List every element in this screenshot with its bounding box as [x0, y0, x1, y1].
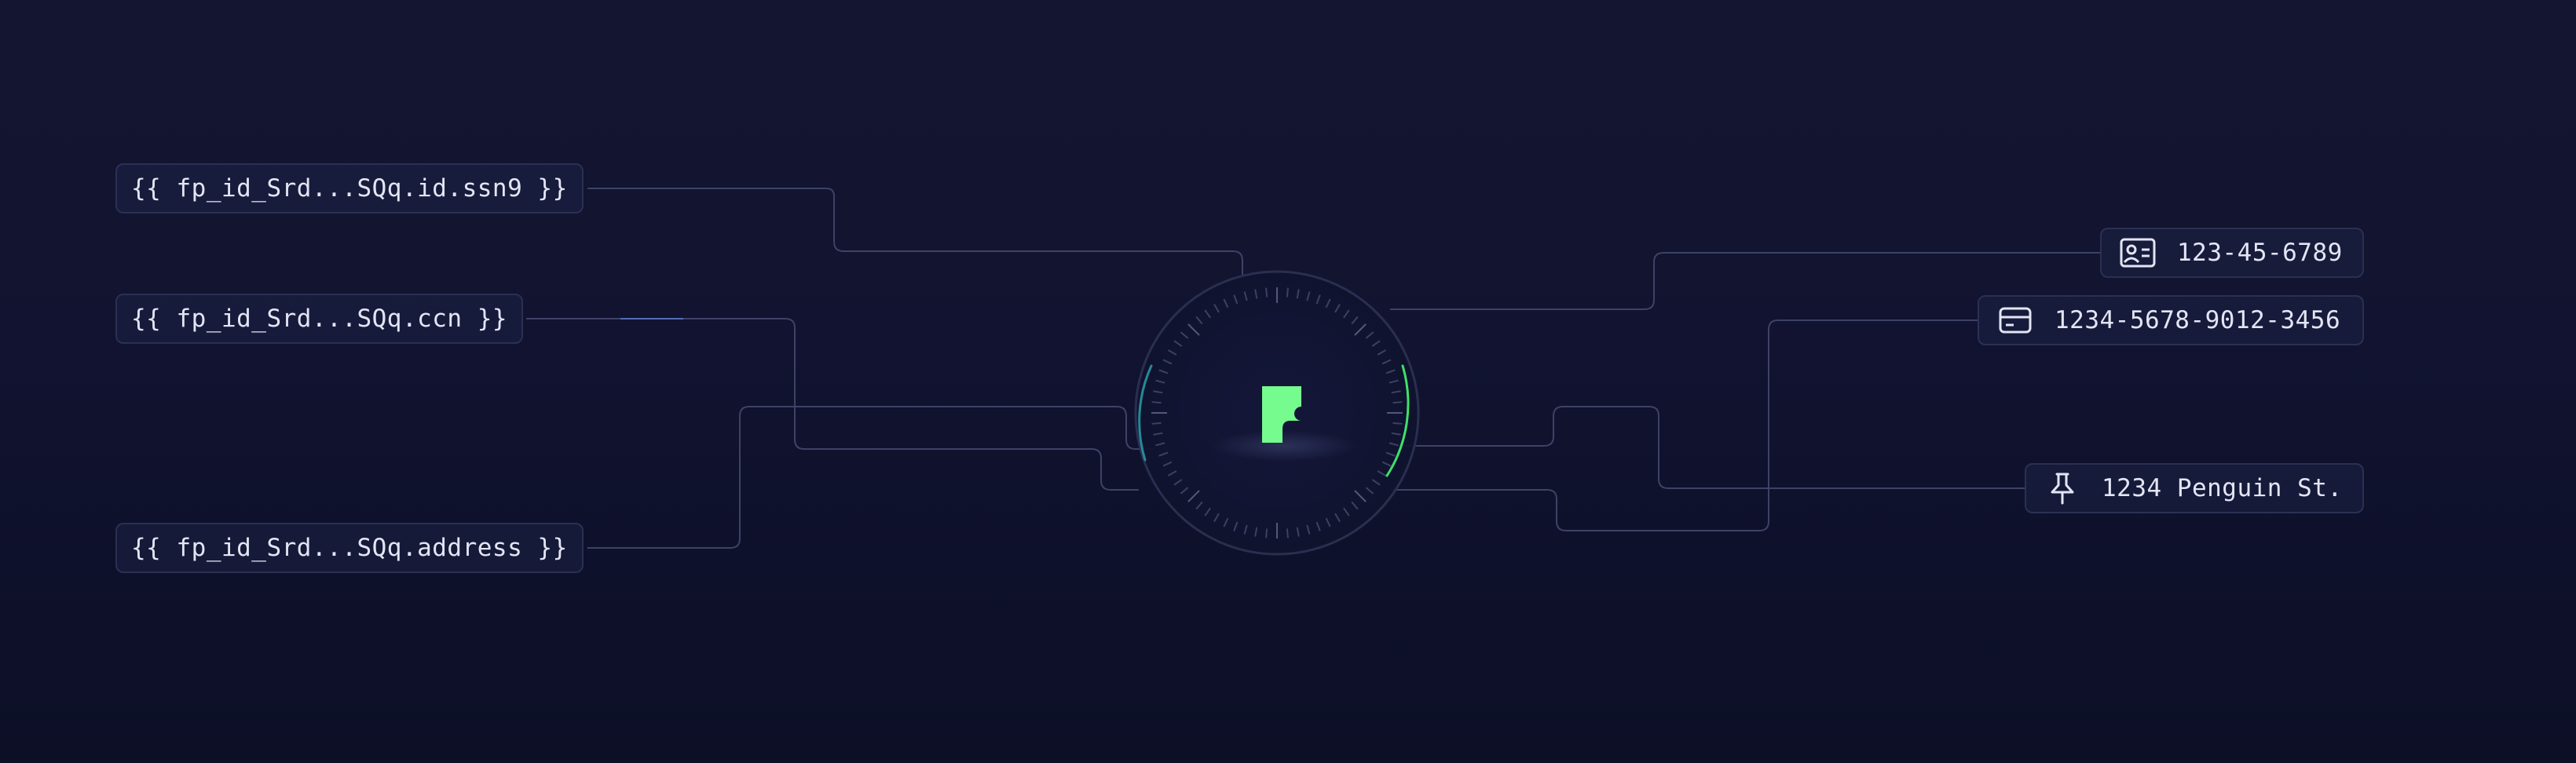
dial-tick	[1223, 298, 1229, 308]
dial-tick	[1391, 432, 1401, 436]
value-card-text: 1234-5678-9012-3456	[2055, 306, 2341, 334]
dial-tick	[1167, 470, 1177, 476]
dial-tick	[1351, 316, 1359, 325]
dial-tick	[1392, 422, 1403, 425]
dial-tick	[1187, 323, 1200, 336]
dial-tick	[1315, 294, 1321, 305]
dial-tick	[1243, 524, 1248, 535]
dial-tick	[1286, 528, 1289, 538]
dial-tick	[1195, 501, 1203, 510]
token-ccn-label: {{ fp_id_Srd...SQq.ccn }}	[131, 305, 508, 333]
dial-tick	[1180, 331, 1189, 339]
dial-tick	[1153, 432, 1163, 436]
pin-icon	[2044, 469, 2081, 507]
token-ccn: {{ fp_id_Srd...SQq.ccn }}	[115, 294, 524, 344]
dial-tick	[1151, 422, 1162, 425]
dial-tick	[1365, 331, 1374, 339]
dial-arc-green	[1385, 364, 1410, 477]
dial-tick	[1325, 517, 1331, 528]
dial-tick	[1385, 369, 1396, 374]
dial-tick	[1151, 401, 1162, 404]
token-ssn: {{ fp_id_Srd...SQq.id.ssn9 }}	[115, 163, 584, 214]
dial-tick	[1306, 291, 1311, 301]
dial-tick	[1371, 340, 1381, 347]
dial-tick	[1254, 289, 1258, 299]
dial-tick	[1254, 527, 1258, 537]
dial-tick	[1296, 527, 1300, 537]
dial-tick	[1315, 521, 1321, 531]
dial-tick	[1286, 287, 1289, 298]
token-address-label: {{ fp_id_Srd...SQq.address }}	[131, 534, 568, 562]
dial-tick	[1173, 479, 1183, 486]
dial-tick	[1306, 524, 1311, 535]
dial-tick	[1377, 349, 1387, 356]
dial-tick	[1155, 379, 1165, 384]
dial-tick	[1187, 490, 1200, 502]
value-address: 1234 Penguin St.	[2025, 463, 2364, 513]
connector-ccn-token	[526, 318, 1139, 491]
dial-tick	[1162, 359, 1173, 365]
id-card-icon	[2119, 234, 2157, 272]
connector-ssn-token	[587, 188, 1243, 276]
dial-ticks	[1151, 287, 1403, 538]
dial-tick	[1389, 379, 1399, 384]
dial-tick	[1371, 479, 1381, 486]
connector-address-token	[587, 406, 1154, 549]
dial-tick	[1243, 291, 1248, 301]
token-ssn-label: {{ fp_id_Srd...SQq.id.ssn9 }}	[131, 174, 568, 203]
dial-tick	[1167, 349, 1177, 356]
dial-tick	[1223, 517, 1229, 528]
dial-tick	[1343, 309, 1350, 319]
dial-tick	[1173, 340, 1183, 347]
dial-tick	[1158, 369, 1169, 374]
connector-address-value	[1390, 406, 2025, 489]
dial-tick	[1391, 390, 1401, 394]
dial-tick	[1365, 487, 1374, 495]
dial-tick	[1213, 303, 1220, 313]
footprint-logo-icon	[1262, 386, 1301, 443]
dial-tick	[1385, 451, 1396, 457]
value-card: 1234-5678-9012-3456	[1978, 295, 2364, 345]
dial-tick	[1325, 298, 1331, 308]
dial-tick	[1296, 289, 1300, 299]
dial-arc-teal	[1138, 364, 1153, 462]
dial-tick	[1153, 390, 1163, 394]
token-address: {{ fp_id_Srd...SQq.address }}	[115, 523, 584, 573]
dial-tick	[1354, 490, 1367, 502]
dial-tick	[1343, 507, 1350, 517]
dial-tick	[1162, 461, 1173, 467]
dial-tick	[1381, 461, 1392, 467]
dial-tick	[1180, 487, 1189, 495]
dial-tick	[1351, 501, 1359, 510]
dial-tick	[1195, 316, 1203, 325]
dial-tick	[1158, 451, 1169, 457]
value-ssn-text: 123-45-6789	[2177, 239, 2343, 267]
connector-card-value	[1390, 319, 1978, 531]
dial-tick	[1354, 323, 1367, 336]
value-ssn: 123-45-6789	[2100, 228, 2364, 278]
dial-tick	[1155, 442, 1165, 447]
dial-tick	[1265, 287, 1268, 298]
dial-tick	[1334, 303, 1341, 313]
dial-tick	[1265, 528, 1268, 538]
credit-card-icon	[1996, 301, 2034, 339]
dial-tick	[1233, 294, 1239, 305]
value-address-text: 1234 Penguin St.	[2102, 474, 2343, 502]
dial-tick	[1204, 309, 1211, 319]
dial-tick	[1334, 513, 1341, 523]
connector-ssn-value	[1390, 252, 2100, 310]
dial-tick	[1392, 401, 1403, 404]
dial-tick	[1213, 513, 1220, 523]
dial-tick	[1377, 470, 1387, 476]
dial-tick	[1204, 507, 1211, 517]
logo-glow	[1209, 430, 1359, 462]
dial-tick	[1233, 521, 1239, 531]
dial-tick	[1381, 359, 1392, 365]
dial-tick	[1389, 442, 1399, 447]
